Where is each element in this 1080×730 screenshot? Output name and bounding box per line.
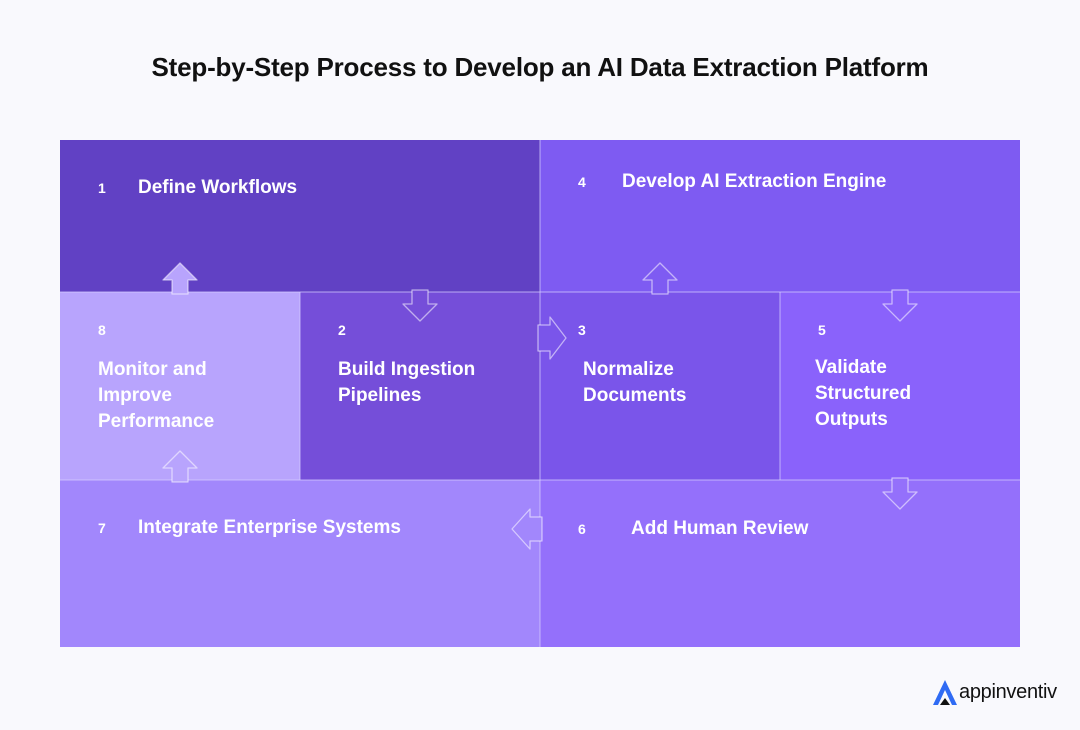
step-7-label: Integrate Enterprise Systems (138, 517, 401, 538)
step-7-tile (60, 480, 540, 647)
step-5-tile (780, 292, 1020, 480)
step-5-number: 5 (818, 322, 826, 338)
step-1-number: 1 (98, 180, 106, 196)
step-6-number: 6 (578, 521, 586, 537)
step-2-tile (300, 292, 540, 480)
step-8-tile (60, 292, 300, 480)
step-6-label: Add Human Review (631, 518, 809, 539)
step-7-number: 7 (98, 520, 106, 536)
step-8-number: 8 (98, 322, 106, 338)
page-title: Step-by-Step Process to Develop an AI Da… (151, 52, 929, 82)
logo-text: appinventiv (959, 681, 1057, 703)
step-4-label: Develop AI Extraction Engine (622, 171, 887, 192)
step-6-tile (540, 480, 1020, 647)
step-1-label: Define Workflows (138, 177, 298, 198)
step-1-tile (60, 140, 540, 292)
step-8-label: Monitor and Improve Performance (98, 359, 215, 432)
step-4-number: 4 (578, 174, 586, 190)
step-3-label: Normalize Documents (583, 359, 687, 406)
step-5-label: Validate Structured Outputs (815, 357, 912, 430)
appinventiv-logo-icon (933, 680, 957, 705)
step-3-tile (540, 292, 780, 480)
step-2-label: Build Ingestion Pipelines (338, 359, 476, 406)
step-3-number: 3 (578, 322, 586, 338)
appinventiv-logo: appinventiv (931, 678, 1061, 710)
step-2-number: 2 (338, 322, 346, 338)
step-4-tile (540, 140, 1020, 292)
